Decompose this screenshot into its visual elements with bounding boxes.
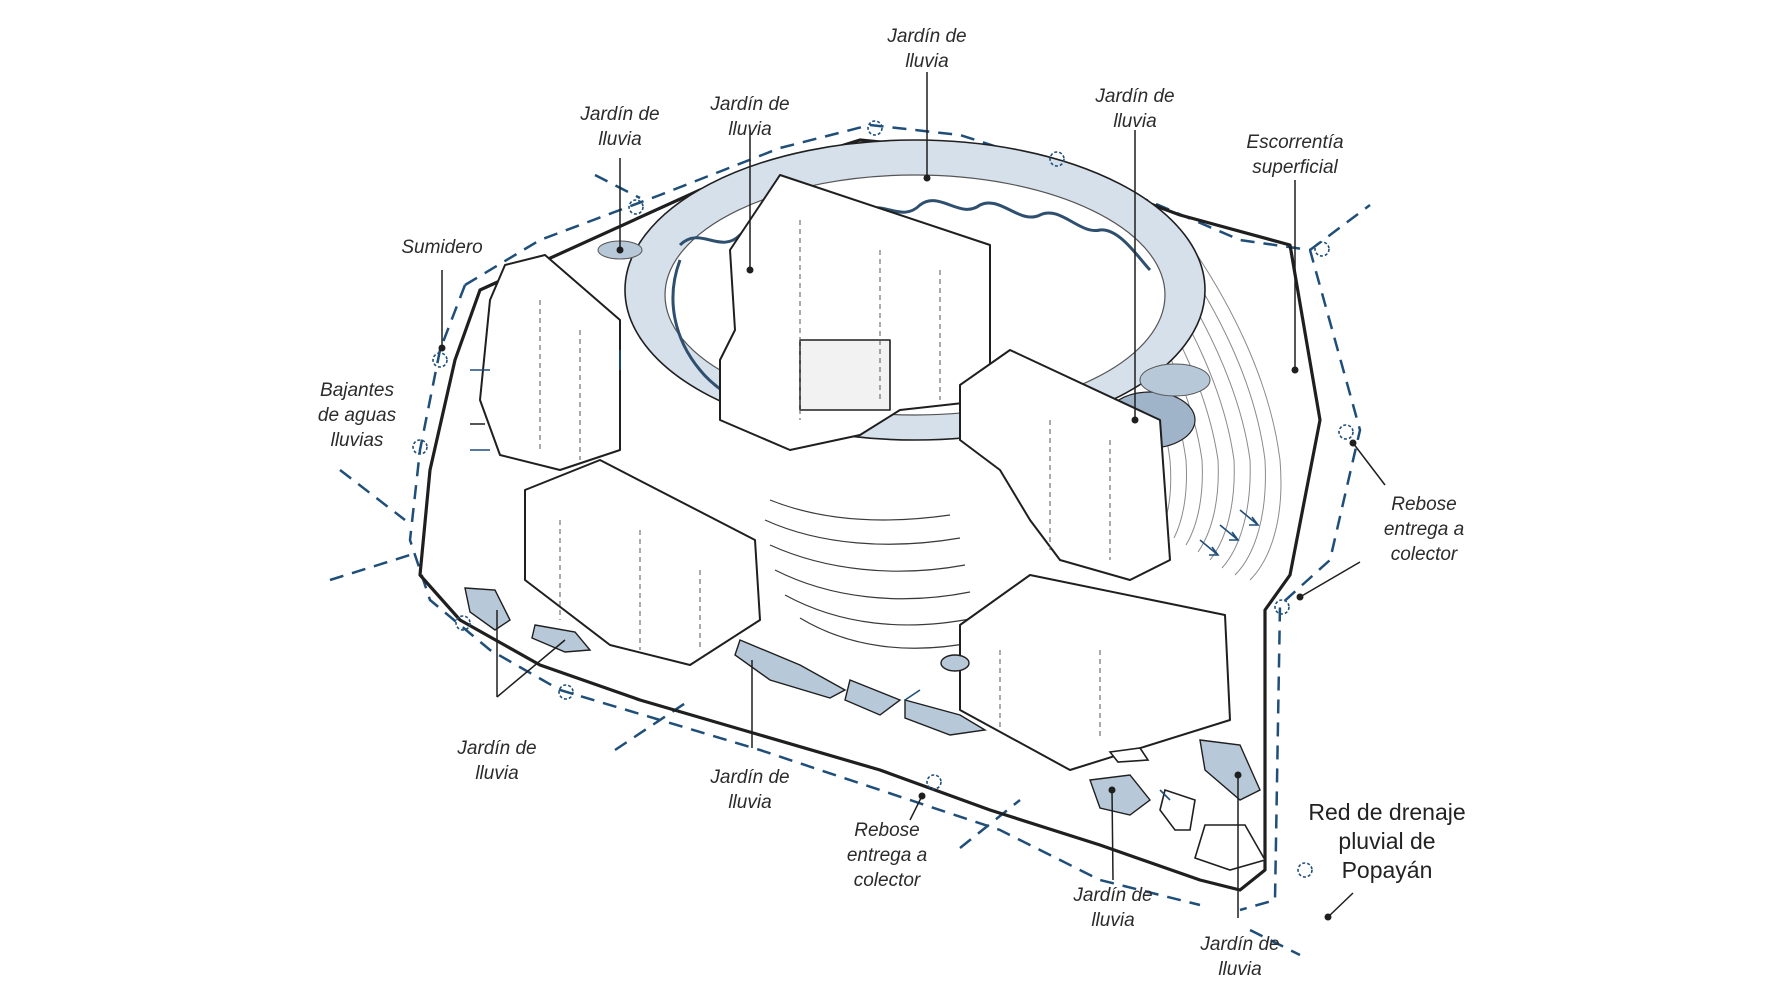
label-drainage-network: Red de drenaje pluvial de Popayán [1308, 799, 1466, 883]
leader-lines [441, 72, 1386, 918]
label-sink: Sumidero [401, 237, 483, 258]
label-rain-garden-bottom-right-1: Jardín de lluvia [1073, 885, 1153, 931]
label-downpipes: Bajantes de aguas lluvias [317, 380, 397, 451]
terraces [764, 499, 976, 649]
label-rain-garden-upper-left: Jardín de lluvia [580, 104, 660, 150]
building-hidden-lines [539, 220, 1111, 740]
rain-gardens [464, 587, 1261, 816]
label-rain-garden-upper-right: Jardín de lluvia [1095, 86, 1175, 132]
label-rain-garden-upper-center: Jardín de lluvia [710, 94, 790, 140]
drainage-network-dashed [329, 123, 1371, 957]
leader-dots [438, 174, 1357, 921]
label-overflow-bottom: Rebose entrega a colector [846, 820, 928, 891]
paved-islands [1108, 747, 1267, 871]
buildings [479, 174, 1231, 771]
label-overflow-right: Rebose entrega a colector [1383, 494, 1465, 565]
label-surface-runoff: Escorrentía superficial [1246, 132, 1344, 178]
label-rain-garden-top: Jardín de lluvia [887, 26, 967, 72]
sinks [412, 120, 1354, 878]
label-rain-garden-bottom-right-2: Jardín de lluvia [1200, 934, 1280, 980]
label-rain-garden-bottom-center: Jardín de lluvia [710, 767, 790, 813]
runoff-arrows [470, 350, 1260, 801]
label-rain-garden-bottom-left: Jardín de lluvia [457, 738, 537, 784]
